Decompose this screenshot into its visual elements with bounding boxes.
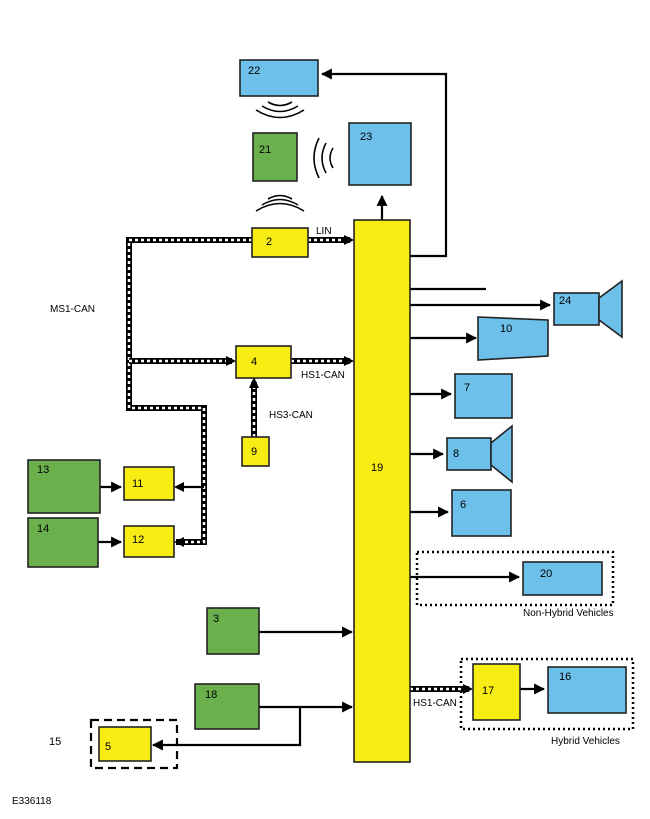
arrow-to-12 (174, 537, 184, 547)
module-2-label: 2 (266, 236, 272, 248)
wireless-signal-top (255, 101, 305, 119)
module-7 (454, 373, 513, 419)
module-19 (353, 219, 411, 763)
arrow-to-4 (226, 356, 236, 366)
module-4 (235, 345, 292, 379)
bus-arrows (174, 235, 473, 694)
hybrid-enclosure (459, 657, 635, 731)
label-hybrid: Hybrid Vehicles (551, 736, 620, 747)
module-22 (239, 59, 319, 97)
module-20-label: 20 (540, 568, 552, 580)
module-23-label: 23 (360, 131, 372, 143)
label-hs3-can: HS3-CAN (269, 410, 313, 421)
label-non-hybrid: Non-Hybrid Vehicles (523, 608, 614, 619)
ms1-can-bus (126, 237, 252, 545)
arrow-lin (344, 235, 354, 245)
wireless-signal-right (313, 137, 334, 179)
wireless-signal-bottom (255, 194, 305, 212)
module-11-label: 11 (132, 478, 143, 490)
module-5-label: 5 (105, 741, 111, 753)
label-ms1-can: MS1-CAN (50, 304, 95, 315)
module-7-label: 7 (464, 382, 470, 394)
module-12-label: 12 (132, 534, 144, 546)
module-24-body (553, 292, 600, 326)
wires (98, 68, 552, 751)
module-14-label: 14 (37, 523, 49, 535)
module-9 (241, 436, 270, 467)
module-8-body (446, 437, 492, 471)
module-22-label: 22 (248, 65, 260, 77)
module-3-label: 3 (213, 613, 219, 625)
module-6-label: 6 (460, 499, 466, 511)
module-10-label: 10 (500, 323, 512, 335)
speaker-24-icon (598, 279, 623, 339)
module-2 (251, 227, 309, 258)
arrow-to-17 (463, 684, 473, 694)
module-16-label: 16 (559, 671, 571, 683)
label-lin: LIN (316, 226, 332, 237)
module-5 (98, 726, 152, 762)
module-8-label: 8 (453, 448, 459, 460)
module-21-label: 21 (259, 144, 271, 156)
arrow-to-11 (174, 482, 184, 492)
label-hs1-can-top: HS1-CAN (301, 370, 345, 381)
module-14 (27, 517, 99, 568)
non-hybrid-enclosure (415, 550, 615, 607)
module-19-label: 19 (371, 462, 383, 474)
speaker-8-icon (490, 424, 513, 484)
module-21 (252, 132, 298, 182)
arrow-hs1-top (344, 356, 354, 366)
module-9-label: 9 (251, 446, 257, 458)
module-23 (348, 122, 412, 186)
module-20 (522, 561, 603, 596)
module-6 (451, 489, 512, 537)
module-4-label: 4 (251, 356, 257, 368)
module-13 (27, 459, 101, 514)
module-16 (547, 666, 627, 714)
figure-id: E336118 (12, 796, 52, 807)
module-12 (123, 525, 175, 558)
module-18 (194, 683, 260, 730)
module-3 (206, 607, 260, 655)
arrow-hs3 (249, 377, 259, 388)
optional-enclosure-5 (89, 718, 179, 770)
module-18-label: 18 (205, 689, 217, 701)
module-10 (477, 316, 549, 361)
module-17-label: 17 (482, 685, 494, 697)
module-24-label: 24 (559, 295, 571, 307)
module-17 (472, 663, 521, 721)
module-11 (123, 466, 175, 501)
module-15-label: 15 (49, 736, 61, 748)
label-hs1-can-bottom: HS1-CAN (413, 698, 457, 709)
module-13-label: 13 (37, 464, 49, 476)
